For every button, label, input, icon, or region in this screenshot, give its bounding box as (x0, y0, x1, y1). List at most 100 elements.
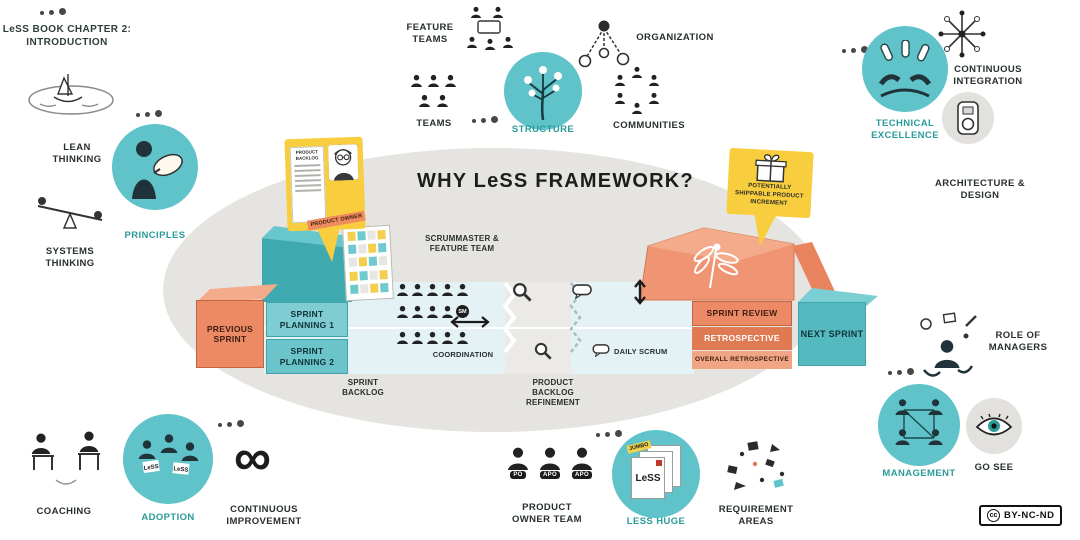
feature-team-row (396, 283, 469, 296)
sprint-planning-1-box: SPRINT PLANNING 1 (266, 302, 348, 337)
book-chapter-line1: LeSS BOOK CHAPTER 2: (2, 24, 132, 35)
less-huge-cards-icon: LeSS JUMBO (626, 440, 685, 505)
adoption-circle: LeSS LeSS (123, 414, 213, 504)
feedback-arrow-icon (634, 279, 646, 305)
person-icon (396, 283, 409, 296)
speech-bubble-icon (592, 344, 610, 357)
role-of-managers-icon (920, 312, 977, 377)
organization-label: ORGANIZATION (636, 32, 714, 43)
magnifier-icon (534, 342, 552, 360)
feature-teams-icon (466, 6, 514, 50)
coordination-arrow-icon (450, 316, 490, 328)
previous-sprint-top (196, 284, 278, 303)
person-icon (411, 305, 424, 318)
communities-label: COMMUNITIES (613, 120, 685, 131)
person-icon (411, 283, 424, 296)
architecture-design-label: ARCHITECTURE & DESIGN (934, 178, 1026, 201)
page-title: WHY LeSS FRAMEWORK? (417, 170, 694, 192)
lane-divider (264, 327, 694, 329)
feature-team-row (396, 331, 469, 344)
organization-icon (578, 20, 630, 68)
lean-thinking-icon (28, 74, 114, 115)
apo-badge: APO (572, 471, 592, 479)
shippable-increment-callout: POTENTIALLY SHIPPABLE PRODUCT INCREMENT (726, 147, 814, 219)
sprint-review-label: SPRINT REVIEW (706, 308, 778, 319)
continuous-improvement-label: CONTINUOUS IMPROVEMENT (226, 504, 302, 527)
left-callout-tail (316, 226, 340, 262)
license-badge: cc BY-NC-ND (979, 505, 1063, 526)
planning-wall (262, 238, 352, 302)
dragonfly-icon (693, 243, 739, 289)
ellipsis-icon (842, 46, 868, 53)
management-circle (878, 384, 960, 466)
apo-badge: APO (540, 471, 560, 479)
person-icon (538, 446, 562, 470)
right-callout-tail (754, 212, 778, 246)
structure-circle (504, 52, 582, 130)
magnifier-icon (512, 282, 532, 302)
product-owner-team-icon: PO APO APO (506, 446, 594, 479)
retrospective-box: RETROSPECTIVE (692, 327, 792, 350)
go-see-label: GO SEE (974, 462, 1014, 473)
person-icon (506, 446, 530, 470)
teams-icon (411, 74, 456, 107)
shippable-increment-label: POTENTIALLY SHIPPABLE PRODUCT INCREMENT (734, 182, 804, 208)
communities-icon (614, 66, 660, 114)
management-network-icon (895, 399, 943, 445)
next-sprint-back-wedge (792, 242, 838, 302)
sprint-planning-2-box: SPRINT PLANNING 2 (266, 339, 348, 374)
person-icon (441, 331, 454, 344)
adoption-book-label: LeSS (143, 464, 159, 472)
adoption-people-icon: LeSS LeSS (138, 434, 199, 475)
technical-excellence-label: TECHNICAL EXCELLENCE (871, 118, 939, 141)
coaching-label: COACHING (36, 506, 92, 517)
sprint-planning-2-label: SPRINT PLANNING 2 (279, 346, 335, 367)
person-icon (441, 305, 454, 318)
sprint-review-box: SPRINT REVIEW (692, 301, 792, 326)
review-stage-highlight (648, 228, 794, 262)
person-icon (411, 331, 424, 344)
ellipsis-icon (888, 368, 914, 375)
sprint-planning-1-label: SPRINT PLANNING 1 (279, 309, 335, 330)
management-label: MANAGEMENT (882, 468, 956, 479)
license-text: BY-NC-ND (1004, 510, 1055, 521)
gift-icon (755, 154, 787, 183)
structure-tree-icon (524, 66, 562, 121)
product-owner-team-label: PRODUCT OWNER TEAM (512, 502, 582, 525)
person-icon (426, 305, 439, 318)
continuous-integration-label: CONTINUOUS INTEGRATION (953, 64, 1023, 87)
retrospective-label: RETROSPECTIVE (704, 333, 780, 344)
speech-bubble-icon (572, 284, 592, 299)
next-sprint-box: NEXT SPRINT (798, 302, 866, 366)
requirement-areas-icon (727, 441, 785, 490)
overall-retrospective-box: OVERALL RETROSPECTIVE (692, 351, 792, 369)
previous-sprint-label: PREVIOUS SPRINT (206, 323, 254, 344)
person-icon (456, 283, 469, 296)
sprint-backlog-label: SPRINT BACKLOG (342, 378, 384, 397)
go-see-circle (966, 398, 1022, 454)
person-icon (426, 331, 439, 344)
coordination-label: COORDINATION (432, 350, 494, 359)
scrummaster-feature-team-label: SCRUMMASTER & FEATURE TEAM (425, 234, 499, 253)
juggling-icon (878, 40, 932, 98)
person-icon (441, 283, 454, 296)
person-icon (396, 305, 409, 318)
product-backlog-card-title: PRODUCT BACKLOG (295, 149, 319, 161)
eye-icon (975, 413, 1013, 436)
person-icon (426, 283, 439, 296)
continuous-integration-icon (938, 10, 986, 58)
ellipsis-icon (596, 430, 622, 437)
ellipsis-icon (218, 420, 244, 427)
chevron-divider (502, 281, 517, 354)
ellipsis-icon (472, 116, 498, 123)
previous-sprint-box: PREVIOUS SPRINT (196, 300, 264, 368)
adoption-label: ADOPTION (141, 512, 195, 523)
person-icon (396, 331, 409, 344)
book-chapter-line2: INTRODUCTION (26, 36, 108, 48)
systems-thinking-label: SYSTEMS THINKING (45, 246, 95, 269)
adoption-book-label: LeSS (173, 466, 189, 474)
overall-retrospective-label: OVERALL RETROSPECTIVE (695, 356, 789, 364)
music-player-icon (957, 101, 979, 135)
next-sprint-label: NEXT SPRINT (800, 328, 864, 339)
ellipsis-icon (136, 110, 162, 117)
